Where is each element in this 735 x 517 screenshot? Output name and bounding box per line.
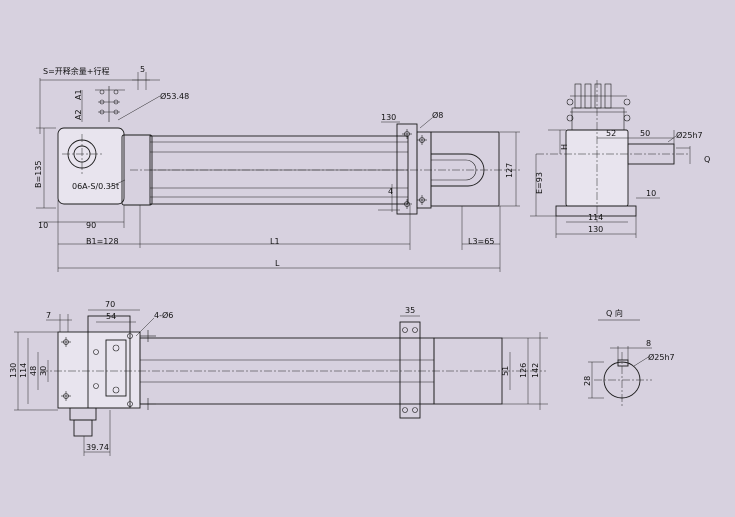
dim-4: 4	[388, 187, 393, 196]
plan-motor-housing	[57, 331, 141, 409]
dim-130-side: 130	[588, 225, 603, 234]
dim-4-dia6: 4-Ø6	[154, 310, 173, 320]
dim-l1: L1	[270, 237, 280, 246]
dim-39-74: 39.74	[86, 443, 109, 452]
dim-a2: A2	[74, 109, 83, 120]
dim-b1-128: B1=128	[86, 237, 119, 246]
q-dim-28: 28	[583, 376, 592, 386]
motor-housing	[57, 127, 125, 205]
dim-48: 48	[29, 366, 38, 376]
dim-l: L	[275, 259, 280, 268]
q-direction-view: Q 向 8 Ø25h7 28	[583, 308, 675, 408]
stroke-note: S=开释余量+行程	[43, 66, 109, 76]
label-q: Q	[704, 155, 710, 164]
side-view: H E=93 52 50 Ø25h7 Q 10 114 130	[530, 80, 710, 238]
dim-h: H	[560, 144, 569, 150]
dim-51: 51	[501, 366, 510, 376]
dim-10: 10	[38, 221, 48, 230]
dim-dia-25h7-side: Ø25h7	[676, 130, 703, 140]
front-elevation-view: S=开释余量+行程 5 A1 A2 Ø53.48 B=135 06A-S/0.3…	[34, 65, 520, 272]
dim-127: 127	[505, 163, 514, 178]
dim-50: 50	[640, 129, 650, 138]
dim-30: 30	[39, 366, 48, 376]
dim-52: 52	[606, 129, 616, 138]
dim-70: 70	[105, 300, 115, 309]
motor-label: 06A-S/0.35t	[72, 182, 119, 191]
dim-126: 126	[519, 363, 528, 378]
end-block	[430, 131, 500, 207]
dim-dia-53-48: Ø53.48	[160, 91, 189, 101]
bolt-pattern-symbols	[95, 86, 125, 122]
dim-90: 90	[86, 221, 96, 230]
dim-130-flange: 130	[381, 113, 396, 122]
dim-dia-8: Ø8	[432, 110, 443, 120]
flange-bolt-symbols	[402, 129, 427, 209]
dim-35: 35	[405, 306, 415, 315]
terminal-connectors	[566, 83, 631, 122]
dim-a1: A1	[74, 89, 83, 100]
q-dim-dia-25h7: Ø25h7	[648, 352, 675, 362]
q-dim-8: 8	[646, 339, 651, 348]
plan-flange-bolts	[402, 327, 418, 413]
push-rod	[431, 153, 485, 187]
dim-5: 5	[140, 65, 145, 74]
dim-7: 7	[46, 311, 51, 320]
plan-view: 7 70 54 4-Ø6 35 130 114 48 30 51 126 142…	[9, 300, 548, 456]
dim-114-plan: 114	[19, 363, 28, 378]
dim-114-side: 114	[588, 213, 603, 222]
dim-e-93: E=93	[535, 172, 544, 194]
dim-10-side: 10	[646, 189, 656, 198]
q-view-title: Q 向	[606, 308, 623, 318]
plan-end-block	[433, 337, 503, 405]
dim-b-135: B=135	[34, 161, 43, 188]
dim-142: 142	[531, 363, 540, 378]
dim-l3-65: L3=65	[468, 237, 494, 246]
dim-54: 54	[106, 312, 116, 321]
dim-130-plan: 130	[9, 363, 18, 378]
